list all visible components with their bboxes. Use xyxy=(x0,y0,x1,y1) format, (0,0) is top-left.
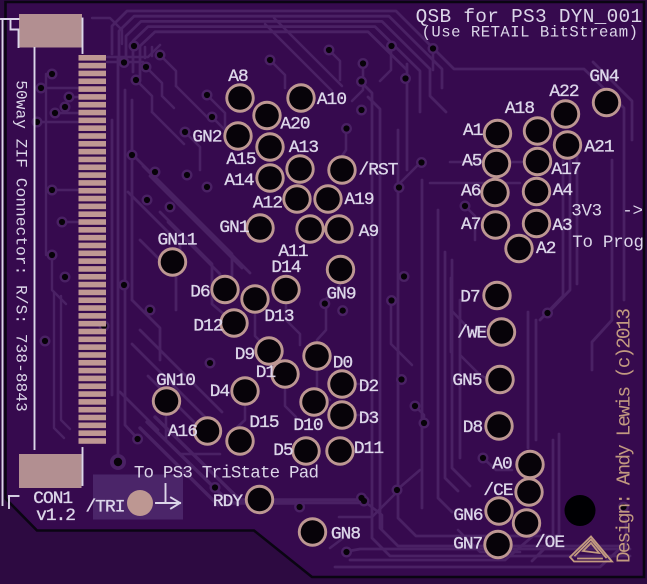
svg-text:/CE: /CE xyxy=(483,481,512,501)
svg-text:50way ZIF Connector: R/S: 738-: 50way ZIF Connector: R/S: 738-8843 xyxy=(12,80,30,412)
svg-text:A2: A2 xyxy=(536,239,556,259)
svg-text:A16: A16 xyxy=(168,422,197,442)
svg-text:(Use RETAIL BitStream): (Use RETAIL BitStream) xyxy=(422,24,639,42)
svg-text:D1: D1 xyxy=(256,363,276,383)
svg-text:D10: D10 xyxy=(293,416,322,436)
svg-text:D4: D4 xyxy=(210,382,230,402)
svg-text:GN1: GN1 xyxy=(219,218,248,238)
svg-text:D12: D12 xyxy=(193,317,222,337)
svg-text:A8: A8 xyxy=(228,67,248,87)
svg-text:GN4: GN4 xyxy=(589,67,618,87)
svg-text:A20: A20 xyxy=(280,115,309,135)
svg-text:D13: D13 xyxy=(264,307,293,327)
svg-text:GN9: GN9 xyxy=(326,285,355,305)
svg-text:D0: D0 xyxy=(333,354,353,374)
svg-text:GN2: GN2 xyxy=(192,128,221,148)
svg-text:A3: A3 xyxy=(552,216,572,236)
svg-text:/RST: /RST xyxy=(359,161,398,181)
svg-text:A6: A6 xyxy=(461,182,481,202)
svg-text:/OE: /OE xyxy=(535,533,564,553)
svg-text:To PS3 TriState Pad: To PS3 TriState Pad xyxy=(134,464,318,484)
svg-text:/WE: /WE xyxy=(457,324,486,344)
svg-text:A19: A19 xyxy=(344,190,373,210)
svg-text:D15: D15 xyxy=(249,413,278,433)
svg-text:A1: A1 xyxy=(463,121,483,141)
svg-text:A14: A14 xyxy=(224,171,253,191)
svg-text:A21: A21 xyxy=(584,138,613,158)
svg-text:D14: D14 xyxy=(271,258,300,278)
svg-text:A9: A9 xyxy=(359,222,379,242)
svg-text:D5: D5 xyxy=(273,441,293,461)
svg-text:D6: D6 xyxy=(190,283,210,303)
svg-text:A13: A13 xyxy=(289,138,318,158)
svg-text:/TRI: /TRI xyxy=(86,498,125,518)
svg-text:D2: D2 xyxy=(359,377,379,397)
svg-text:A5: A5 xyxy=(462,152,482,172)
svg-text:3V3 ->: 3V3 -> xyxy=(571,202,642,222)
svg-text:GN11: GN11 xyxy=(158,231,197,251)
svg-text:D7: D7 xyxy=(460,288,480,308)
svg-text:GN6: GN6 xyxy=(453,506,482,526)
svg-text:Design: Andy Lewis (c)2013: Design: Andy Lewis (c)2013 xyxy=(614,309,636,563)
svg-text:D3: D3 xyxy=(359,409,379,429)
svg-text:A4: A4 xyxy=(553,181,573,201)
svg-text:A7: A7 xyxy=(461,215,481,235)
svg-text:GN10: GN10 xyxy=(156,371,195,391)
svg-text:GN7: GN7 xyxy=(453,535,482,555)
svg-text:To Prog: To Prog xyxy=(572,233,643,253)
svg-text:A12: A12 xyxy=(253,194,282,214)
svg-text:A15: A15 xyxy=(226,150,255,170)
svg-text:A0: A0 xyxy=(492,455,512,475)
svg-text:D11: D11 xyxy=(354,439,383,459)
svg-text:A11: A11 xyxy=(278,242,307,262)
svg-text:A17: A17 xyxy=(551,160,580,180)
svg-text:QSB for PS3 DYN_001: QSB for PS3 DYN_001 xyxy=(416,6,643,28)
svg-text:GN5: GN5 xyxy=(452,371,481,391)
svg-text:A22: A22 xyxy=(549,82,578,102)
svg-text:A18: A18 xyxy=(505,99,534,119)
svg-text:A10: A10 xyxy=(317,90,346,110)
svg-text:GN8: GN8 xyxy=(331,525,360,545)
svg-text:D9: D9 xyxy=(235,345,255,365)
svg-text:CON1: CON1 xyxy=(33,489,72,509)
svg-text:v1.2: v1.2 xyxy=(36,506,75,526)
svg-text:D8: D8 xyxy=(463,418,483,438)
svg-text:RDY: RDY xyxy=(213,492,243,512)
